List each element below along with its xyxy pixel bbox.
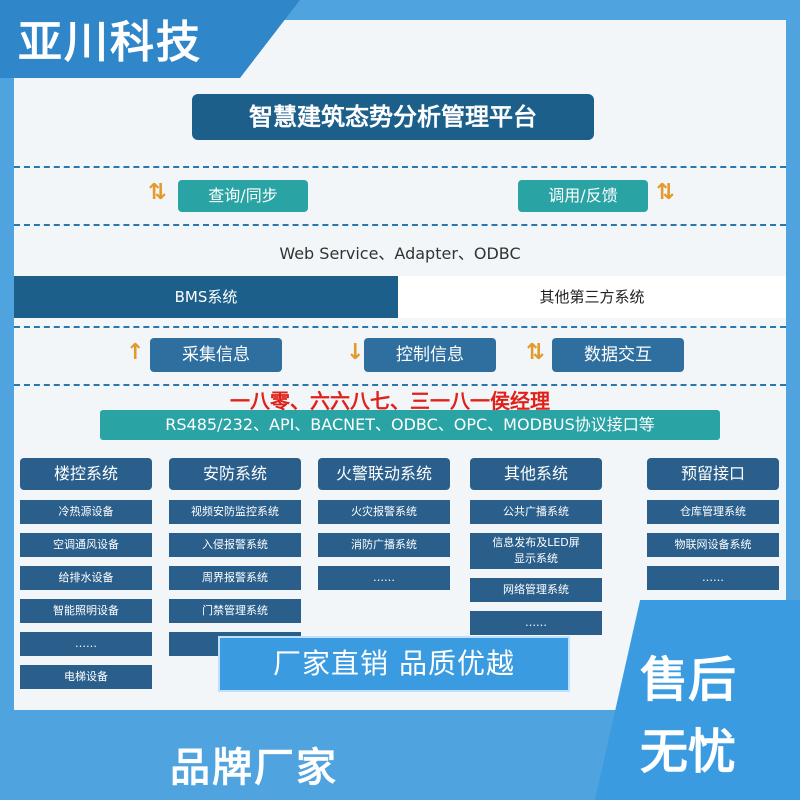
data-exchange-box: 数据交互 <box>552 338 684 372</box>
promo-banner: 厂家直销 品质优越 <box>218 636 570 692</box>
call-feedback-box: 调用/反馈 <box>518 180 648 212</box>
column-title: 火警联动系统 <box>318 458 450 490</box>
updown-arrow-icon: ⇅ <box>526 340 545 365</box>
up-arrow-icon: ↑ <box>126 340 145 365</box>
column-security: 安防系统 视频安防监控系统 入侵报警系统 周界报警系统 门禁管理系统 <box>169 458 301 665</box>
column-item: 信息发布及LED屏 显示系统 <box>470 533 602 569</box>
interface-row: Web Service、Adapter、ODBC <box>279 244 521 263</box>
column-item: …… <box>20 632 152 656</box>
column-item: …… <box>318 566 450 590</box>
column-title: 楼控系统 <box>20 458 152 490</box>
column-item: 电梯设备 <box>20 665 152 689</box>
column-fire-linkage: 火警联动系统 火灾报警系统 消防广播系统 …… <box>318 458 450 599</box>
column-other-systems: 其他系统 公共广播系统 信息发布及LED屏 显示系统 网络管理系统 …… <box>470 458 602 644</box>
column-item: 火灾报警系统 <box>318 500 450 524</box>
column-title: 预留接口 <box>647 458 779 490</box>
column-item: 公共广播系统 <box>470 500 602 524</box>
divider-info-top <box>14 326 786 328</box>
collect-info-box: 采集信息 <box>150 338 282 372</box>
third-party-system: 其他第三方系统 <box>398 276 786 318</box>
column-title: 其他系统 <box>470 458 602 490</box>
column-item: 网络管理系统 <box>470 578 602 602</box>
divider-sync <box>14 224 786 226</box>
column-item: 入侵报警系统 <box>169 533 301 557</box>
column-item: 给排水设备 <box>20 566 152 590</box>
column-reserved-interface: 预留接口 仓库管理系统 物联网设备系统 …… <box>647 458 779 599</box>
column-building-control: 楼控系统 冷热源设备 空调通风设备 给排水设备 智能照明设备 …… 电梯设备 <box>20 458 152 698</box>
column-item: 冷热源设备 <box>20 500 152 524</box>
column-item: 周界报警系统 <box>169 566 301 590</box>
bottom-slogan: 品牌厂家 <box>170 745 338 791</box>
column-item: 空调通风设备 <box>20 533 152 557</box>
contact-watermark: 一八零、六六八七、三一八一侯经理 <box>230 389 550 413</box>
after-sales-line2: 无忧 <box>640 724 737 780</box>
after-sales-line1: 售后 <box>640 652 737 708</box>
query-sync-box: 查询/同步 <box>178 180 308 212</box>
column-item: 仓库管理系统 <box>647 500 779 524</box>
updown-arrow-icon: ⇅ <box>656 180 675 205</box>
brand-name: 亚川科技 <box>18 17 202 68</box>
platform-title: 智慧建筑态势分析管理平台 <box>192 94 594 140</box>
column-item: …… <box>647 566 779 590</box>
bms-system: BMS系统 <box>14 276 398 318</box>
control-info-box: 控制信息 <box>364 338 496 372</box>
updown-arrow-icon: ⇅ <box>148 180 167 205</box>
down-arrow-icon: ↓ <box>346 340 365 365</box>
column-item: 智能照明设备 <box>20 599 152 623</box>
brand-banner <box>0 0 300 78</box>
column-title: 安防系统 <box>169 458 301 490</box>
column-item: 视频安防监控系统 <box>169 500 301 524</box>
protocol-bar: RS485/232、API、BACNET、ODBC、OPC、MODBUS协议接口… <box>100 410 720 440</box>
divider-info-bottom <box>14 384 786 386</box>
divider-top <box>14 166 786 168</box>
column-item: 门禁管理系统 <box>169 599 301 623</box>
column-item: 物联网设备系统 <box>647 533 779 557</box>
column-item: 消防广播系统 <box>318 533 450 557</box>
column-item: …… <box>470 611 602 635</box>
